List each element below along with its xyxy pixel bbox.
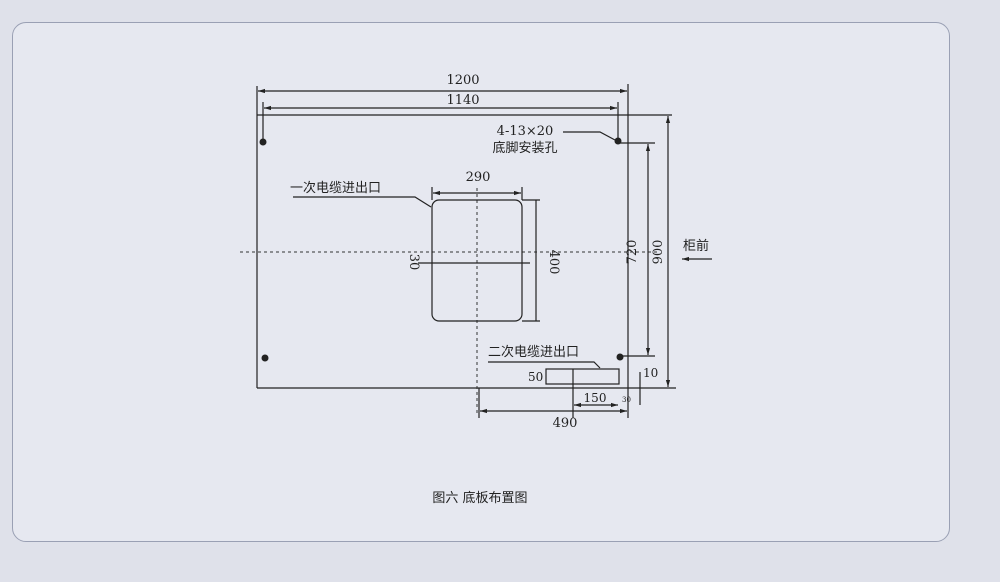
- primary-cable-opening: [431, 199, 523, 322]
- primary-cable-label: 一次电缆进出口: [290, 180, 381, 196]
- dim-label: 490: [553, 416, 578, 431]
- dim-label: 900: [651, 240, 666, 265]
- front-label: 柜前: [683, 238, 709, 254]
- mounting-holes: [259, 137, 624, 362]
- dim-label: 50: [528, 370, 543, 384]
- dim-label: 720: [625, 240, 640, 265]
- dim-label: 1140: [446, 93, 479, 108]
- dim-label: 290: [466, 170, 491, 185]
- dim-label: 150: [584, 391, 607, 405]
- dim-label: 1200: [446, 73, 479, 88]
- hole-spec: 4-13×20: [497, 124, 554, 139]
- dim-label: 10: [643, 366, 658, 380]
- dim-label: 30: [406, 254, 421, 271]
- plate-outline: [256, 84, 676, 418]
- figure-caption: 图六 底板布置图: [432, 490, 527, 506]
- dim-label: 400: [546, 250, 561, 275]
- dim-label: 30: [622, 396, 631, 404]
- hole-label: 底脚安装孔: [492, 140, 557, 156]
- secondary-cable-label: 二次电缆进出口: [488, 344, 579, 360]
- secondary-cable-opening: [545, 368, 620, 385]
